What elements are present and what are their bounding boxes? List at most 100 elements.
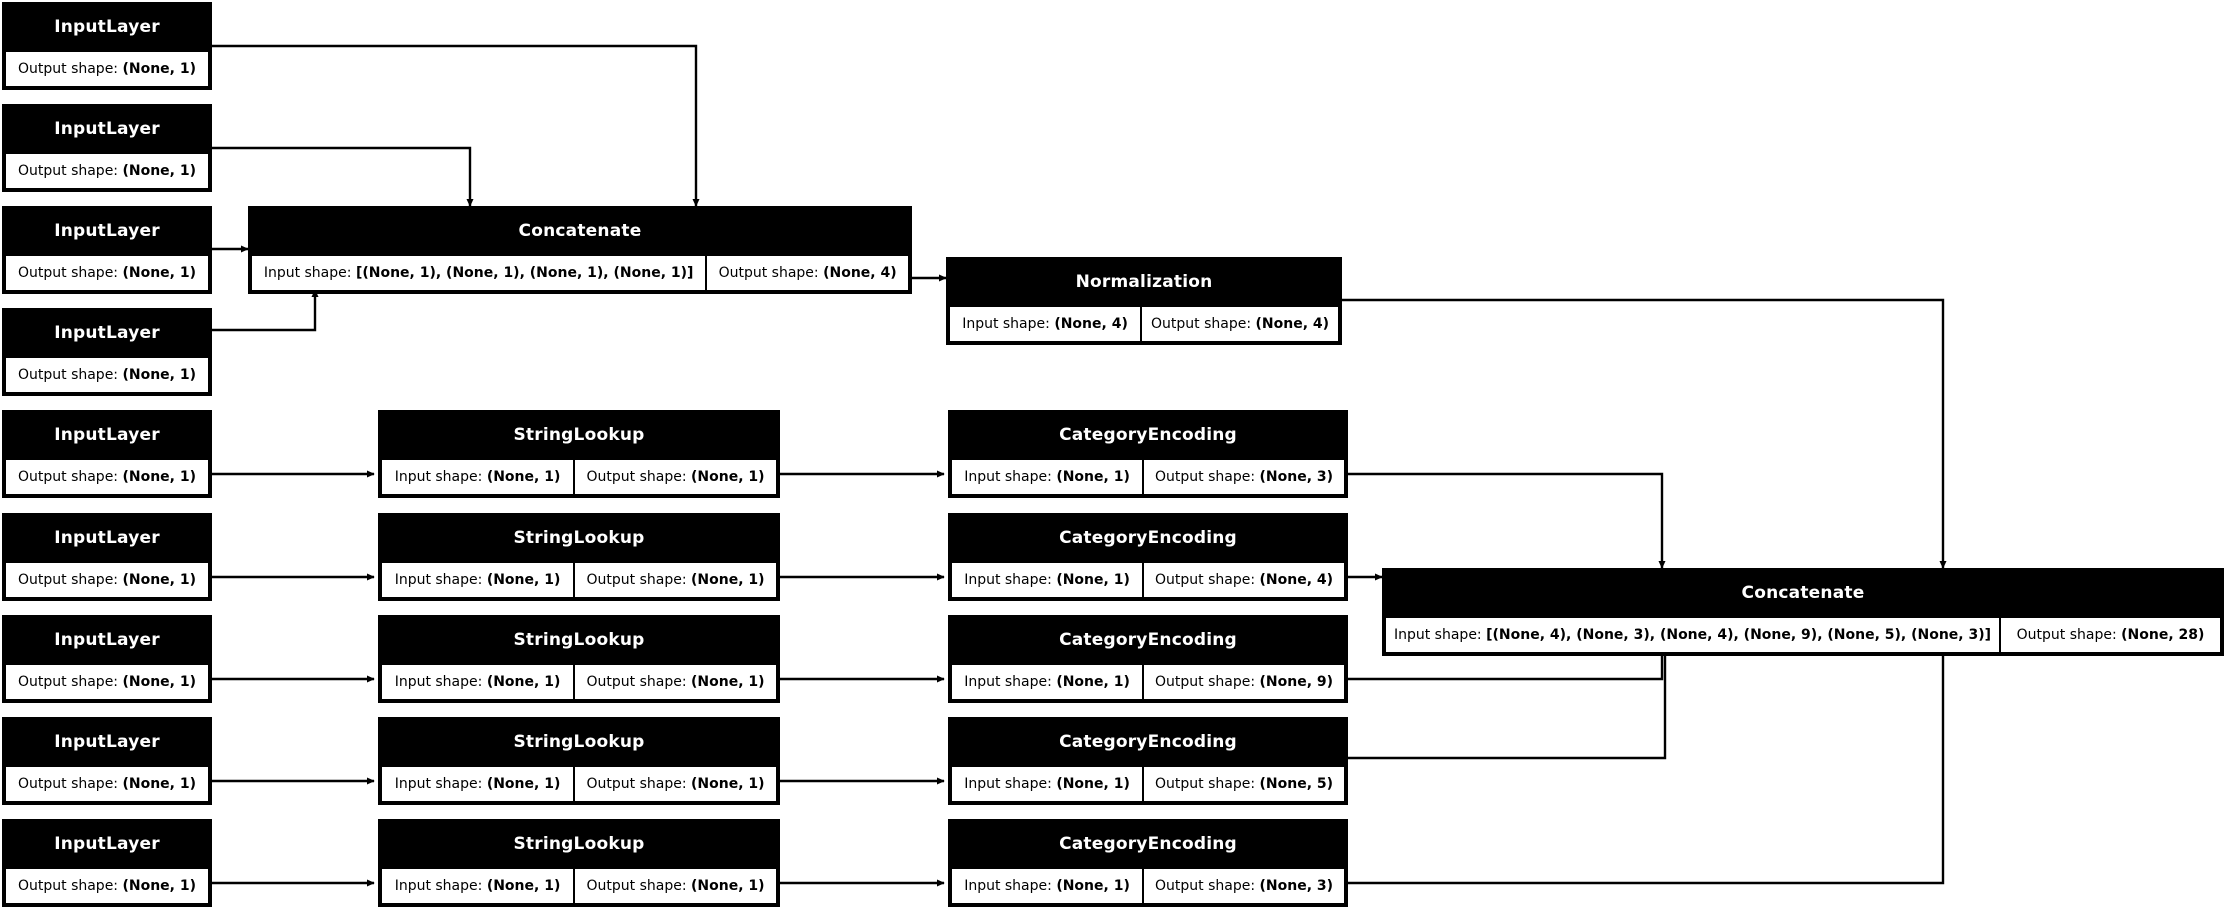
input-shape-label: Input shape: [962, 316, 1050, 332]
edge-input2-to-concat [212, 146, 474, 207]
input-shape-value: (None, 1) [1056, 674, 1130, 690]
node-title: CategoryEncoding [950, 412, 1346, 458]
node-title: CategoryEncoding [950, 719, 1346, 765]
node-title: CategoryEncoding [950, 515, 1346, 561]
node-input-shape: Input shape: (None, 1) [950, 561, 1145, 599]
node-output-shape: Output shape: (None, 3) [1144, 458, 1346, 496]
output-shape-label: Output shape: [586, 469, 687, 485]
node-input-layer-3[interactable]: InputLayer Output shape: (None, 1) [2, 206, 212, 294]
output-shape-label: Output shape: [718, 265, 819, 281]
node-output-shape: Output shape: (None, 1) [575, 765, 778, 803]
input-shape-value: [(None, 1), (None, 1), (None, 1), (None,… [355, 265, 694, 281]
edge-encoding1-to-concat-all [1348, 472, 1666, 569]
node-category-encoding-5[interactable]: CategoryEncoding Input shape: (None, 1) … [948, 819, 1348, 907]
node-input-layer-6[interactable]: InputLayer Output shape: (None, 1) [2, 513, 212, 601]
output-shape-value: (None, 5) [1259, 776, 1334, 792]
output-shape-value: (None, 1) [122, 367, 197, 383]
node-title: Concatenate [1384, 570, 2222, 616]
output-shape-label: Output shape: [17, 469, 119, 485]
output-shape-value: (None, 1) [122, 469, 197, 485]
output-shape-label: Output shape: [17, 61, 119, 77]
input-shape-value: (None, 4) [1054, 316, 1128, 332]
node-title: CategoryEncoding [950, 617, 1346, 663]
output-shape-label: Output shape: [17, 776, 119, 792]
node-output-shape: Output shape: (None, 28) [2001, 616, 2222, 654]
edge-encoding5-to-concat-all [1348, 639, 1947, 885]
node-output-shape: Output shape: (None, 4) [1144, 561, 1346, 599]
node-string-lookup-1[interactable]: StringLookup Input shape: (None, 1) Outp… [378, 410, 780, 498]
node-title: StringLookup [380, 719, 778, 765]
input-shape-value: (None, 1) [1056, 572, 1130, 588]
edge-encoding4-to-concat-all [1348, 639, 1669, 760]
node-category-encoding-2[interactable]: CategoryEncoding Input shape: (None, 1) … [948, 513, 1348, 601]
node-input-layer-5[interactable]: InputLayer Output shape: (None, 1) [2, 410, 212, 498]
input-shape-label: Input shape: [394, 674, 483, 690]
output-shape-value: (None, 3) [1259, 878, 1334, 894]
output-shape-label: Output shape: [2016, 627, 2117, 643]
node-normalization[interactable]: Normalization Input shape: (None, 4) Out… [946, 257, 1342, 345]
node-input-layer-4[interactable]: InputLayer Output shape: (None, 1) [2, 308, 212, 396]
input-shape-value: (None, 1) [486, 572, 561, 588]
node-concatenate-all[interactable]: Concatenate Input shape: [(None, 4), (No… [1382, 568, 2224, 656]
node-string-lookup-3[interactable]: StringLookup Input shape: (None, 1) Outp… [378, 615, 780, 703]
node-input-shape: Input shape: (None, 1) [380, 867, 576, 905]
output-shape-value: (None, 1) [691, 469, 765, 485]
node-title: StringLookup [380, 412, 778, 458]
node-input-layer-9[interactable]: InputLayer Output shape: (None, 1) [2, 819, 212, 907]
node-input-shape: Input shape: (None, 1) [380, 663, 576, 701]
node-concatenate-numeric[interactable]: Concatenate Input shape: [(None, 1), (No… [248, 206, 912, 294]
input-shape-label: Input shape: [1393, 627, 1482, 643]
node-output-shape: Output shape: (None, 1) [4, 152, 210, 190]
node-title: InputLayer [4, 106, 210, 152]
input-shape-value: (None, 1) [1056, 469, 1130, 485]
output-shape-label: Output shape: [1155, 776, 1256, 792]
node-string-lookup-4[interactable]: StringLookup Input shape: (None, 1) Outp… [378, 717, 780, 805]
node-title: StringLookup [380, 821, 778, 867]
node-output-shape: Output shape: (None, 1) [4, 458, 210, 496]
output-shape-label: Output shape: [17, 367, 119, 383]
node-category-encoding-1[interactable]: CategoryEncoding Input shape: (None, 1) … [948, 410, 1348, 498]
output-shape-value: (None, 3) [1259, 469, 1334, 485]
node-category-encoding-3[interactable]: CategoryEncoding Input shape: (None, 1) … [948, 615, 1348, 703]
node-input-shape: Input shape: (None, 1) [380, 561, 576, 599]
node-title: InputLayer [4, 310, 210, 356]
output-shape-label: Output shape: [1155, 674, 1256, 690]
output-shape-value: (None, 9) [1259, 674, 1334, 690]
input-shape-label: Input shape: [394, 878, 483, 894]
node-output-shape: Output shape: (None, 1) [4, 663, 210, 701]
input-shape-label: Input shape: [394, 776, 483, 792]
output-shape-value: (None, 1) [122, 572, 197, 588]
node-output-shape: Output shape: (None, 1) [4, 765, 210, 803]
node-output-shape: Output shape: (None, 1) [4, 356, 210, 394]
node-string-lookup-2[interactable]: StringLookup Input shape: (None, 1) Outp… [378, 513, 780, 601]
node-output-shape: Output shape: (None, 9) [1144, 663, 1346, 701]
input-shape-label: Input shape: [964, 776, 1052, 792]
node-input-shape: Input shape: (None, 1) [380, 458, 576, 496]
output-shape-value: (None, 1) [122, 265, 197, 281]
node-title: Concatenate [250, 208, 910, 254]
node-title: StringLookup [380, 617, 778, 663]
node-input-layer-7[interactable]: InputLayer Output shape: (None, 1) [2, 615, 212, 703]
input-shape-value: (None, 1) [486, 674, 561, 690]
output-shape-value: (None, 1) [691, 776, 765, 792]
node-output-shape: Output shape: (None, 1) [575, 458, 778, 496]
output-shape-label: Output shape: [17, 674, 119, 690]
input-shape-label: Input shape: [964, 674, 1052, 690]
node-input-layer-8[interactable]: InputLayer Output shape: (None, 1) [2, 717, 212, 805]
node-title: InputLayer [4, 719, 210, 765]
output-shape-value: (None, 1) [691, 674, 765, 690]
node-category-encoding-4[interactable]: CategoryEncoding Input shape: (None, 1) … [948, 717, 1348, 805]
output-shape-label: Output shape: [1155, 469, 1256, 485]
node-input-layer-1[interactable]: InputLayer Output shape: (None, 1) [2, 2, 212, 90]
output-shape-value: (None, 1) [691, 572, 765, 588]
output-shape-value: (None, 1) [122, 878, 197, 894]
input-shape-value: (None, 1) [1056, 776, 1130, 792]
output-shape-value: (None, 4) [823, 265, 897, 281]
output-shape-label: Output shape: [586, 878, 687, 894]
output-shape-value: (None, 4) [1259, 572, 1334, 588]
node-title: Normalization [948, 259, 1340, 305]
node-input-layer-2[interactable]: InputLayer Output shape: (None, 1) [2, 104, 212, 192]
node-string-lookup-5[interactable]: StringLookup Input shape: (None, 1) Outp… [378, 819, 780, 907]
node-title: InputLayer [4, 412, 210, 458]
